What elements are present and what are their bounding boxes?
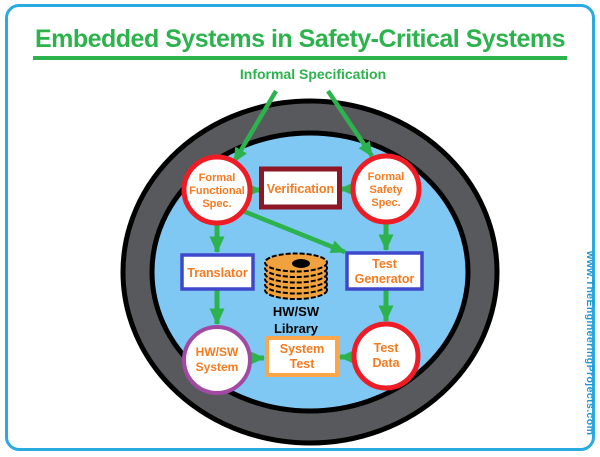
verification-label: Verification xyxy=(267,182,334,196)
formal-functional-spec-line3: Spec. xyxy=(202,198,231,210)
hwsw-system-line1: HW/SW xyxy=(196,345,239,359)
arrows xyxy=(209,89,394,366)
system-test-line1: System xyxy=(280,342,324,356)
node-hwsw-system: HW/SW System xyxy=(182,325,252,395)
formal-functional-spec-line2: Functional xyxy=(189,185,245,197)
node-formal-safety-spec: Formal Safety Spec. xyxy=(350,153,422,225)
node-test-generator: Test Generator xyxy=(345,251,424,291)
system-test-line2: Test xyxy=(290,357,316,371)
test-generator-line2: Generator xyxy=(355,272,415,286)
formal-safety-spec-line2: Safety xyxy=(369,184,403,196)
arrow-informal-to-formal-functional-spec xyxy=(232,89,278,164)
page-title: Embedded Systems in Safety-Critical Syst… xyxy=(32,25,568,60)
node-test-data: Test Data xyxy=(351,321,421,391)
test-data-line2: Data xyxy=(372,356,400,370)
node-verification: Verification xyxy=(259,166,342,210)
translator-label: Translator xyxy=(187,266,248,280)
title-wrap: Embedded Systems in Safety-Critical Syst… xyxy=(0,25,600,60)
node-system-test: System Test xyxy=(265,336,339,377)
test-data-line1: Test xyxy=(374,341,400,355)
hwsw-library-line1: HW/SW xyxy=(273,304,320,319)
node-translator: Translator xyxy=(180,253,255,291)
hwsw-library-label: HW/SW Library xyxy=(273,304,320,336)
database-icon xyxy=(264,252,328,300)
arrow-informal-to-formal-safety-spec xyxy=(326,89,374,158)
page-border-frame xyxy=(5,4,595,451)
test-generator-line1: Test xyxy=(372,257,398,271)
formal-safety-spec-line1: Formal xyxy=(368,171,405,183)
informal-specification-label: Informal Specification xyxy=(239,66,387,82)
hwsw-library-line2: Library xyxy=(274,321,319,336)
formal-functional-spec-line1: Formal xyxy=(199,172,236,184)
watermark: www.TheEngineeringProjects.com xyxy=(584,251,596,436)
arrow-formal-functional-spec-to-test-generator xyxy=(242,208,346,255)
hwsw-system-line2: System xyxy=(196,360,239,374)
node-formal-functional-spec: Formal Functional Spec. xyxy=(181,154,253,226)
formal-safety-spec-line3: Spec. xyxy=(371,197,400,209)
